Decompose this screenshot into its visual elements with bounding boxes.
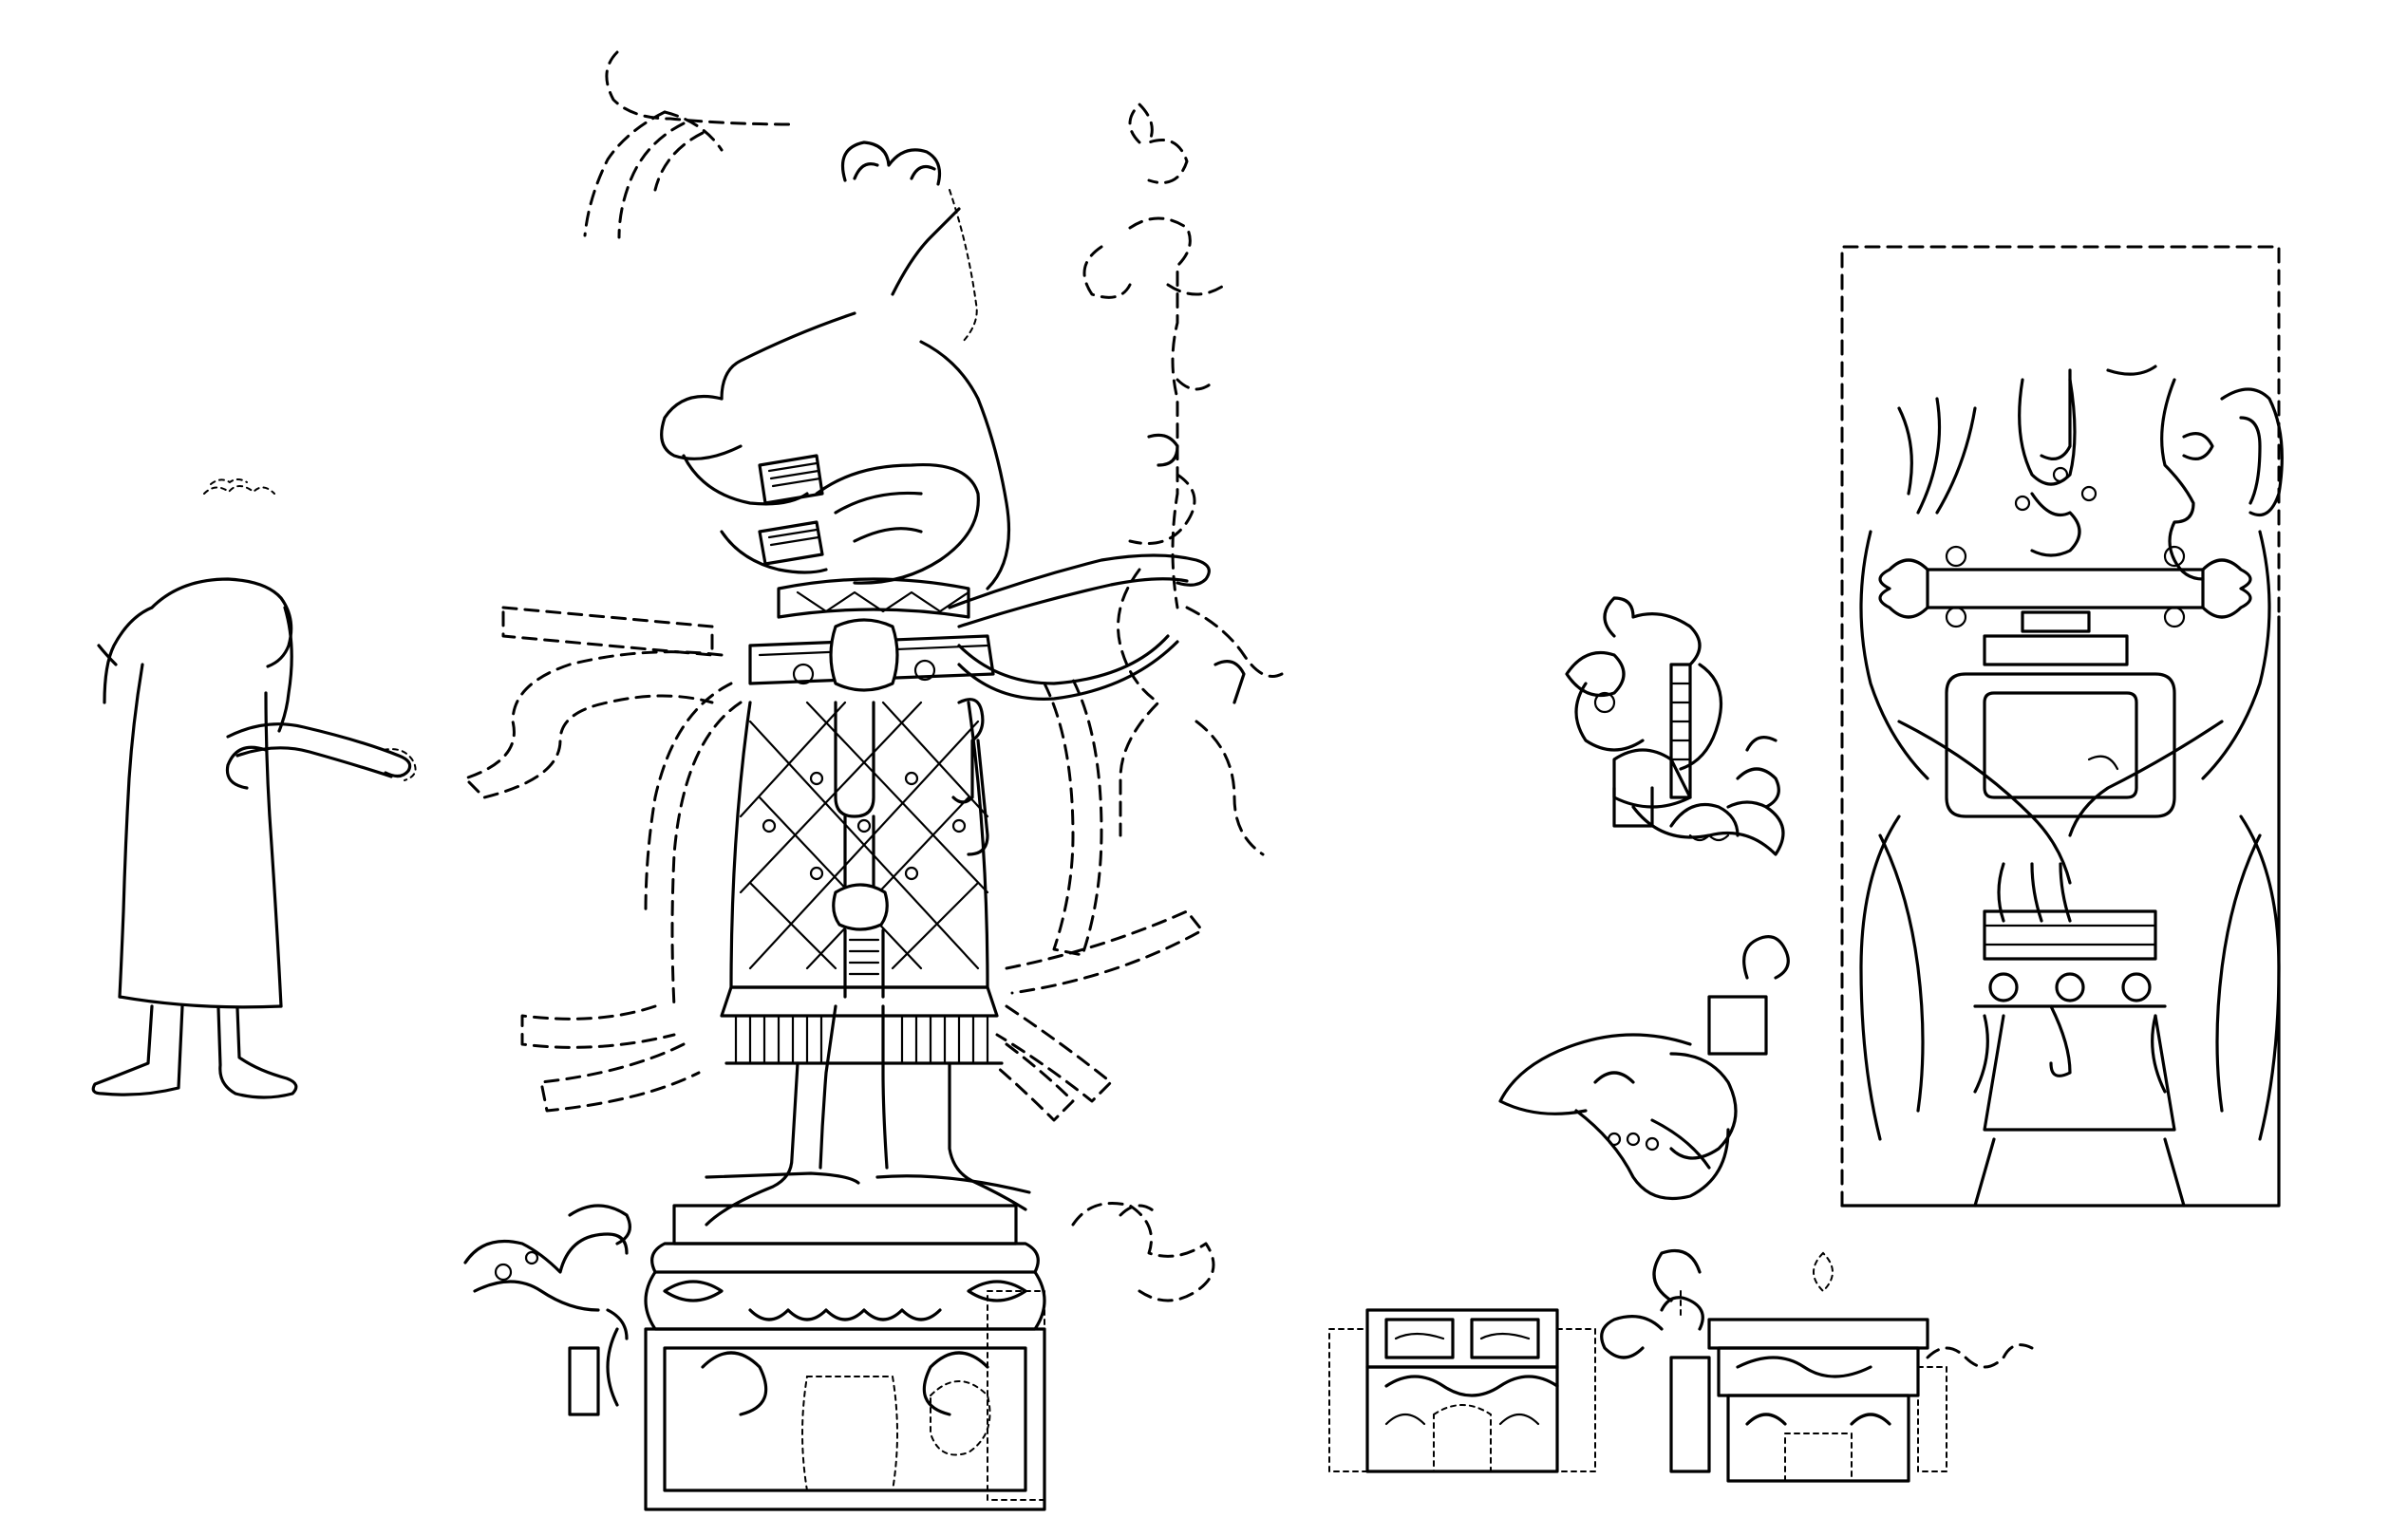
main-pedestal xyxy=(463,1202,1215,1511)
glyph-fragment-lower xyxy=(1498,935,1790,1201)
panel-figure-with-bar xyxy=(1840,245,2284,1208)
glyph-fragment-upper xyxy=(1565,596,1785,856)
small-standing-figure xyxy=(91,478,417,1099)
small-pedestal-left xyxy=(1328,1308,1596,1473)
main-standing-ruler xyxy=(463,50,1284,1227)
small-pedestal-right xyxy=(1600,1248,2034,1483)
